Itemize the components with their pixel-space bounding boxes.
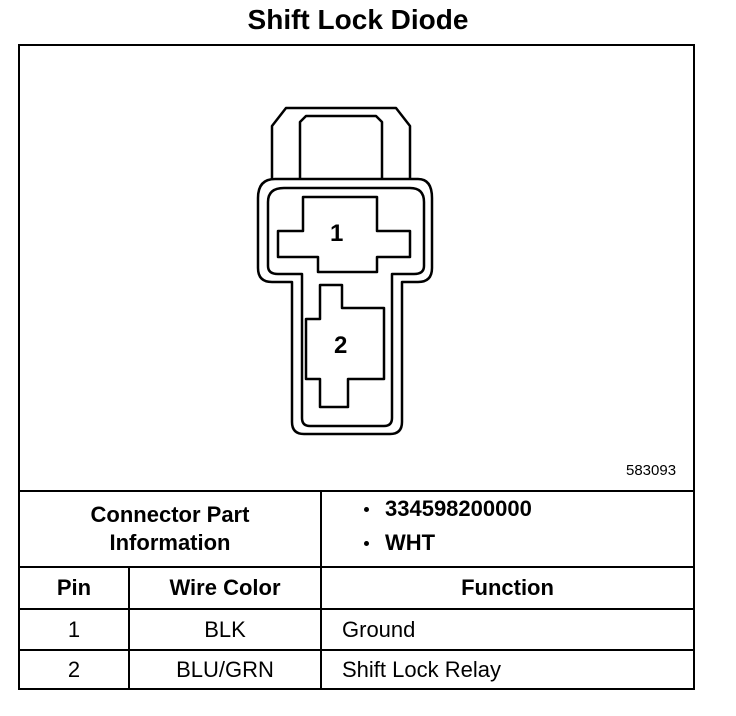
- pin-1-label: 1: [330, 220, 344, 247]
- header-wire-color: Wire Color: [169, 575, 281, 600]
- header-pin: Pin: [56, 575, 92, 600]
- connector-label-line2: Information: [109, 530, 231, 555]
- connector-outline-icon: [256, 106, 434, 436]
- header-function: Function: [461, 575, 554, 600]
- row-1-wire-color: BLK: [204, 616, 246, 642]
- table-divider: [20, 490, 693, 492]
- list-item: WHT: [364, 530, 435, 556]
- connector-details: 334598200000 WHT: [320, 490, 693, 566]
- connector-label-line1: Connector Part: [90, 502, 250, 527]
- connector-part-info-label: Connector Part Information: [20, 492, 320, 566]
- row-2-function: Shift Lock Relay: [342, 656, 501, 682]
- figure-id: 583093: [626, 462, 677, 479]
- table-divider: [20, 649, 693, 651]
- list-item: 334598200000: [364, 496, 532, 522]
- table-divider: [128, 566, 130, 688]
- row-2-wire-color: BLU/GRN: [176, 656, 274, 682]
- row-1-pin: 1: [67, 616, 81, 642]
- table-divider: [320, 490, 322, 688]
- pin-2-label: 2: [334, 332, 348, 359]
- part-number: 334598200000: [385, 496, 532, 521]
- bullet-icon: [364, 506, 369, 512]
- connector-frame: 1 2 583093 Connector Part Information 33…: [18, 44, 695, 690]
- bullet-icon: [364, 540, 369, 546]
- connector-color: WHT: [385, 530, 436, 555]
- connector-table: Connector Part Information 334598200000 …: [20, 490, 693, 688]
- row-2-pin: 2: [67, 656, 81, 682]
- table-divider: [20, 566, 693, 568]
- connector-diagram: 1 2 583093: [20, 46, 693, 490]
- row-1-function: Ground: [342, 616, 416, 642]
- page-title: Shift Lock Diode: [247, 4, 469, 35]
- table-divider: [20, 608, 693, 610]
